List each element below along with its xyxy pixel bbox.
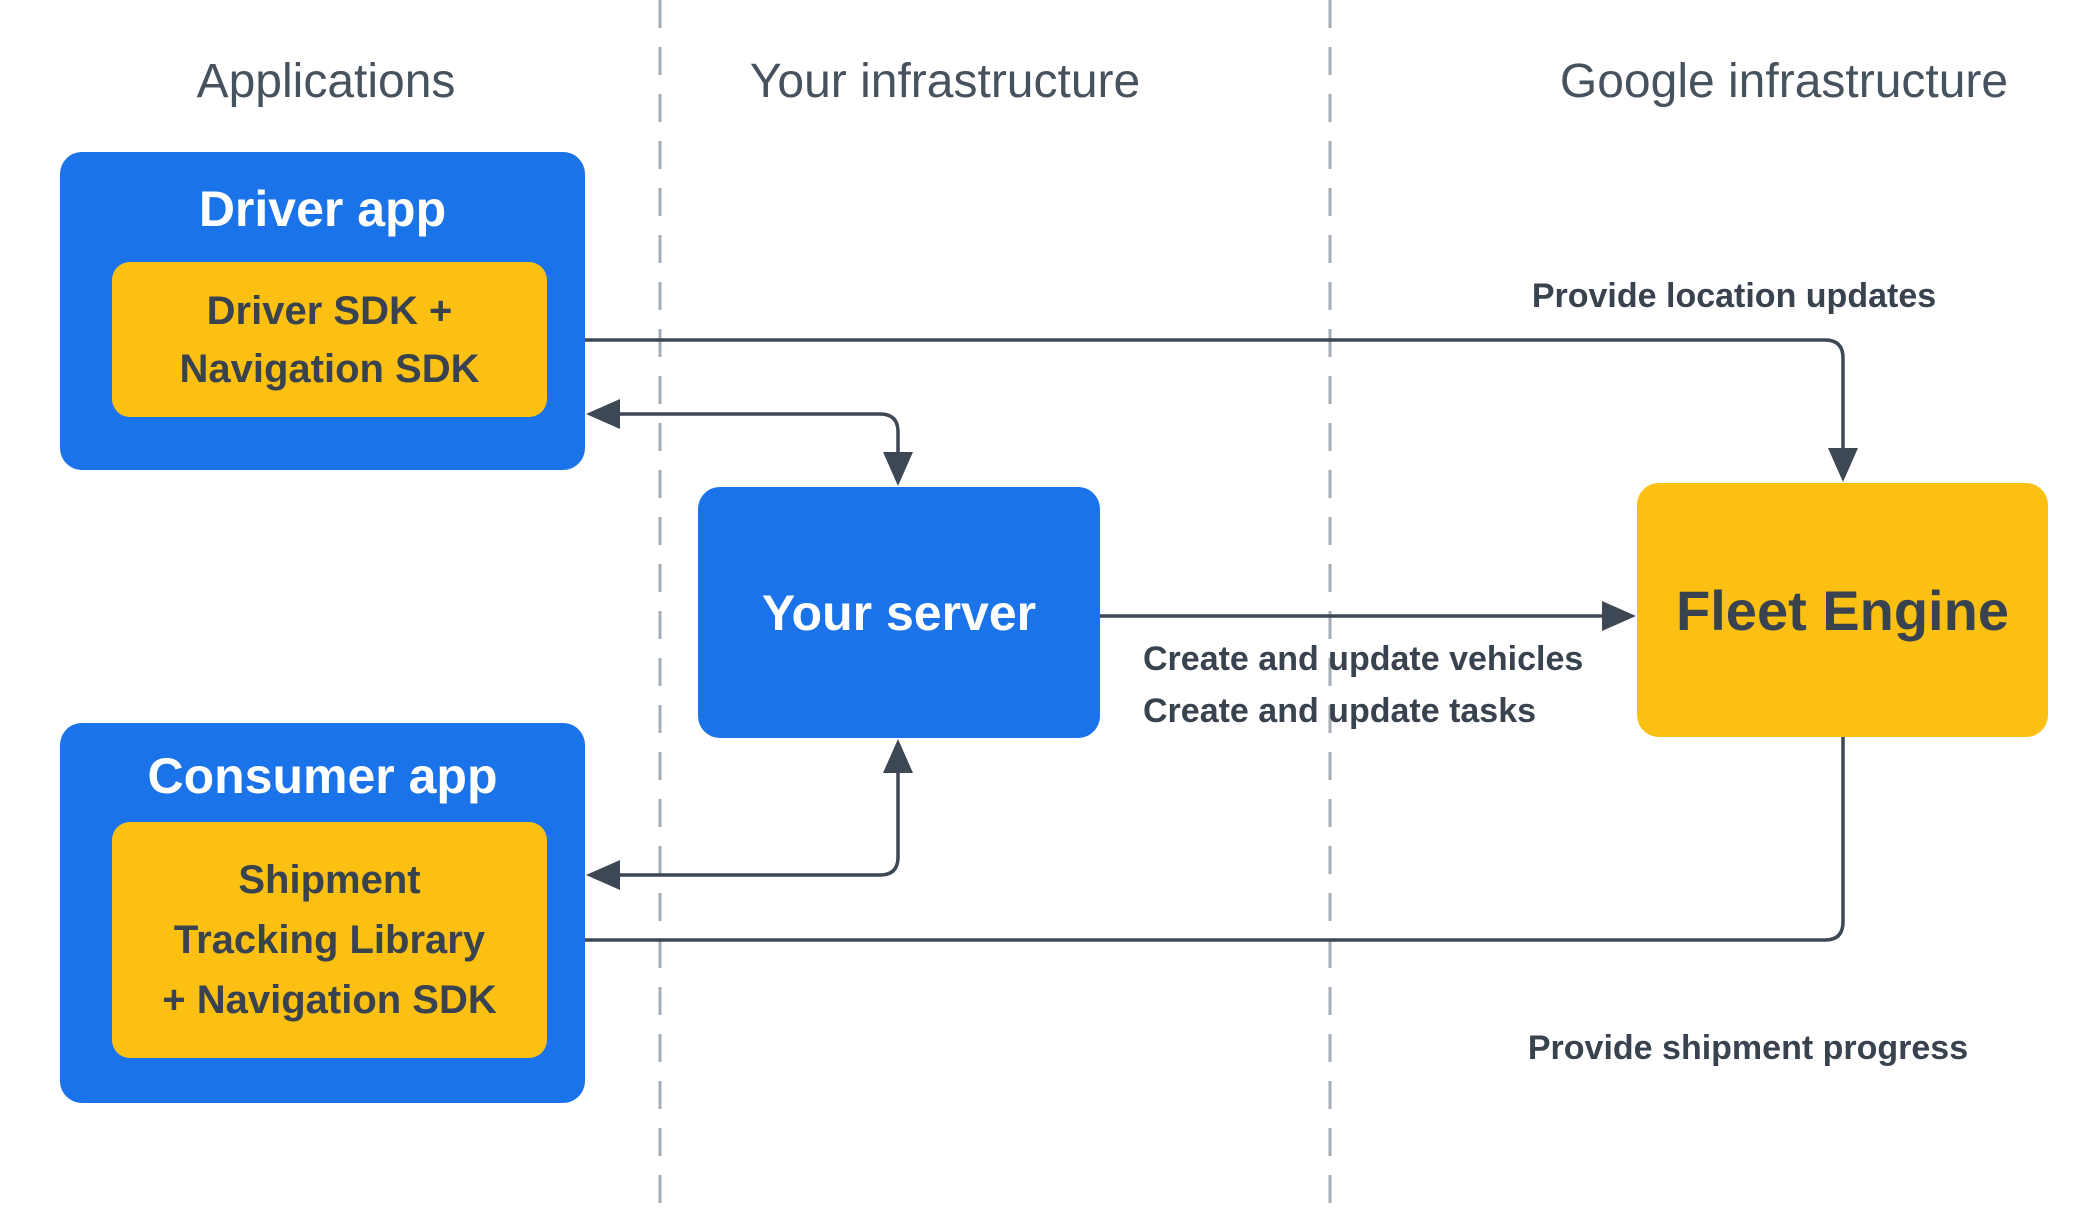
column-header-your-infrastructure: Your infrastructure (749, 55, 1141, 108)
your-server-box: Your server (698, 487, 1100, 738)
arrow-shipment-progress (548, 737, 1845, 955)
fleet-engine-box: Fleet Engine (1637, 483, 2048, 737)
label-create-tasks: Create and update tasks (1143, 692, 1537, 730)
arrowhead-right-into-fleet-engine (1602, 601, 1636, 631)
shipment-lib-line-1: Shipment (238, 858, 421, 902)
arrowhead-up-into-your-server (883, 739, 913, 773)
arrowhead-down-into-your-server (883, 452, 913, 486)
driver-app-box: Driver app Driver SDK + Navigation SDK (60, 152, 585, 470)
label-provide-location-updates: Provide location updates (1531, 277, 1937, 315)
consumer-app-box: Consumer app Shipment Tracking Library +… (60, 723, 585, 1103)
consumer-app-title: Consumer app (147, 748, 498, 804)
driver-sdk-box: Driver SDK + Navigation SDK (112, 262, 547, 417)
arrow-server-consumer-app (586, 739, 913, 890)
shipment-tracking-library-box: Shipment Tracking Library + Navigation S… (112, 822, 547, 1058)
arrowhead-left-into-driver-app (586, 399, 620, 429)
arrow-server-driver-app (586, 399, 913, 486)
driver-sdk-line-2: Navigation SDK (179, 346, 480, 391)
arrowhead-down-into-fleet-engine (1828, 448, 1858, 482)
driver-sdk-line-1: Driver SDK + (206, 288, 453, 333)
arrowhead-left-into-consumer-app (586, 860, 620, 890)
arrow-server-fleet-engine (1100, 601, 1636, 631)
arrow-location-updates (548, 325, 1858, 482)
label-create-and-update: Create and update vehicles Create and up… (1143, 633, 1583, 737)
driver-app-title: Driver app (198, 181, 447, 237)
shipment-lib-line-2: Tracking Library (173, 918, 486, 962)
label-create-vehicles: Create and update vehicles (1143, 640, 1584, 678)
shipment-lib-line-3: + Navigation SDK (162, 978, 497, 1022)
column-header-google-infrastructure: Google infrastructure (1559, 55, 2009, 108)
column-header-applications: Applications (196, 55, 456, 108)
your-server-title: Your server (761, 584, 1037, 641)
label-provide-shipment-progress: Provide shipment progress (1527, 1029, 1969, 1067)
fleet-engine-title: Fleet Engine (1676, 578, 2009, 642)
